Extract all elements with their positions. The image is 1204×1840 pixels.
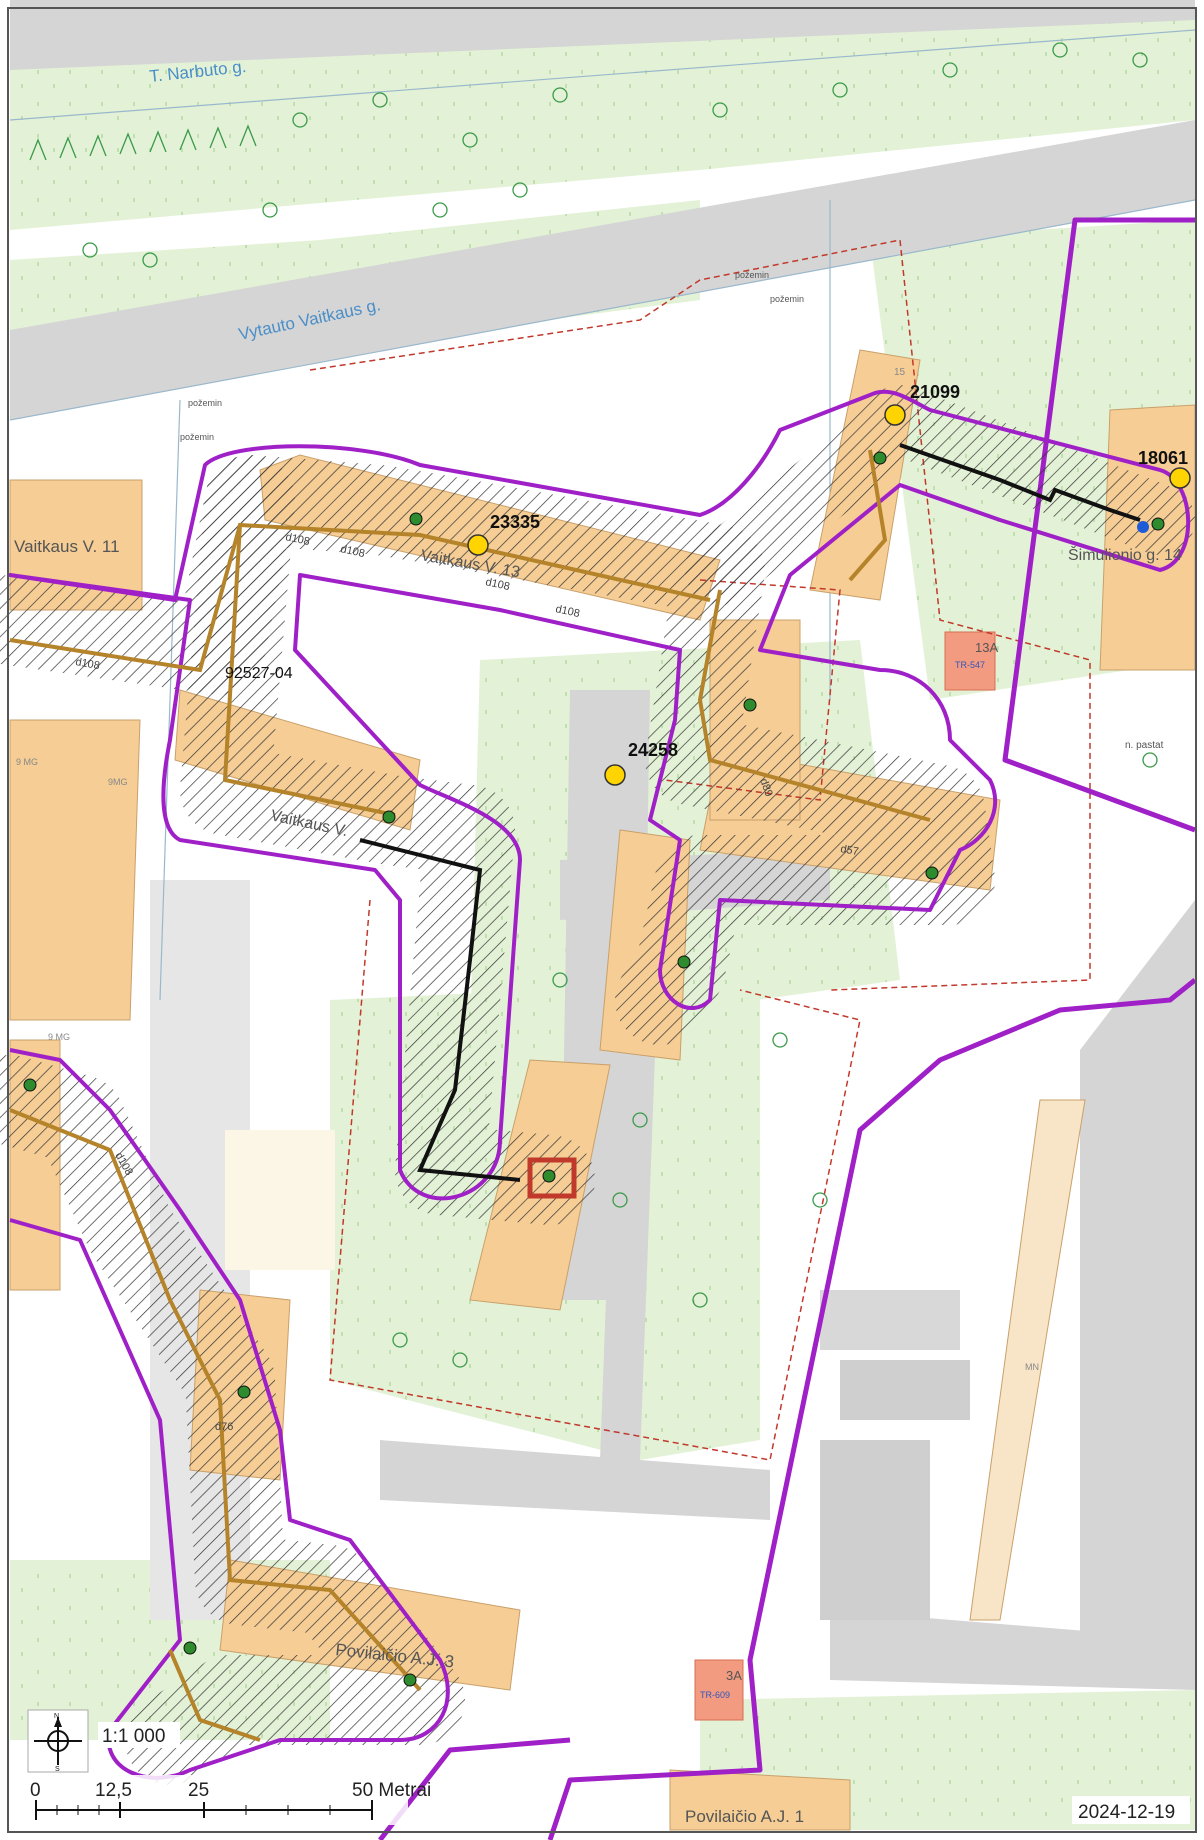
pozemines-label: požemin	[770, 294, 804, 304]
conifer-row	[29, 124, 257, 161]
pozemines-label: požemin	[188, 398, 222, 408]
building-label-tr609: TR-609	[700, 1690, 730, 1700]
building-label-9mg-a: 9 MG	[16, 757, 38, 767]
building-label-vaitkaus-11: Vaitkaus V. 11	[14, 537, 120, 556]
building-label-tr547: TR-547	[955, 660, 985, 670]
chambers	[23, 451, 1165, 1687]
building-9mg-a	[9, 719, 141, 1021]
tree-symbols	[82, 42, 1158, 1368]
heat-pipes	[9, 449, 931, 1742]
survey-points	[467, 404, 1191, 786]
street-lines	[9, 29, 1196, 1001]
building-label-9mg-c: 9 MG	[48, 1032, 70, 1042]
building-label-15: 15	[894, 367, 906, 378]
parcel-label: 92527-04	[225, 665, 293, 682]
survey-label-21099: 21099	[910, 382, 960, 402]
scale-bar	[28, 1775, 408, 1825]
pipe-label: d108	[339, 543, 365, 560]
blue-chamber	[1137, 521, 1149, 533]
pozemines-label: požemin	[735, 270, 769, 280]
scale-tick-12-5: 12,5	[95, 1780, 132, 1801]
survey-label-18061: 18061	[1138, 448, 1188, 468]
substation-3a	[694, 1659, 744, 1721]
substation-13a	[944, 631, 996, 691]
north-arrow	[27, 1709, 89, 1773]
pipe-label: d108	[284, 531, 310, 548]
pipe-label: d108	[554, 603, 580, 620]
building-label-povilaicio-1: Povilaičio A.J. 1	[685, 1807, 804, 1826]
scale-tick-0: 0	[30, 1780, 41, 1801]
building-label-13a: 13A	[975, 640, 998, 655]
map-frame	[7, 7, 1197, 1833]
map-date: 2024-12-19	[1078, 1802, 1175, 1823]
pipe-label: d76	[215, 1421, 233, 1433]
black-pipes	[359, 443, 1141, 1182]
survey-point-21099	[884, 404, 906, 426]
scale-ratio: 1:1 000	[102, 1726, 165, 1747]
scale-tick-25: 25	[188, 1780, 209, 1801]
pipe-label: d57	[839, 843, 859, 858]
building-label-9mg-b: 9MG	[108, 777, 128, 787]
survey-point-18061	[1169, 467, 1191, 489]
building-label-pastat: n. pastat	[1125, 740, 1164, 751]
scale-tick-50: 50 Metrai	[352, 1780, 431, 1801]
survey-label-23335: 23335	[490, 512, 540, 532]
red-square-marker	[527, 1157, 577, 1199]
corridor-outlines	[8, 389, 1191, 1780]
pozemines-label: požemin	[180, 432, 214, 442]
south-label: S	[55, 1766, 60, 1773]
pipe-label: d108	[74, 656, 100, 672]
building-label-simulionio-14: Šimulionio g. 14	[1068, 545, 1182, 564]
survey-point-23335	[467, 534, 489, 556]
survey-label-24258: 24258	[628, 740, 678, 760]
building-label-mn: MN	[1025, 1362, 1039, 1372]
survey-point-24258	[604, 764, 626, 786]
north-label: N	[54, 1713, 59, 1720]
pipe-label: d89	[757, 777, 775, 798]
building-label-3a: 3A	[726, 1668, 742, 1683]
pipe-label: d108	[484, 576, 510, 593]
building-povilaicio-1	[669, 1769, 851, 1831]
